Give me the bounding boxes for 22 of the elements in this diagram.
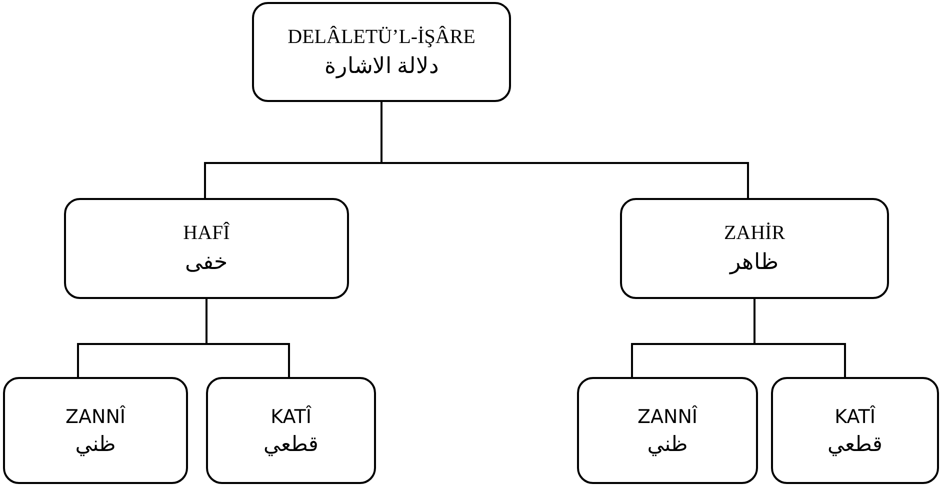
arabic-label: ظني [75,432,116,456]
category-box [771,377,939,484]
category-box [620,198,889,299]
category-box [206,377,376,484]
arabic-label: قطعي [264,432,318,456]
term-label: KATÎ [834,406,876,428]
term-label: HAFÎ [183,222,230,245]
category-box [252,2,511,102]
category-box [3,377,188,484]
arabic-label: ظني [647,432,688,456]
arabic-label: قطعي [828,432,882,456]
term-label: DELÂLETÜ’L-İŞÂRE [288,26,476,48]
connector-line [754,299,846,377]
arabic-label: دلالة الاشارة [324,52,439,78]
term-label: ZANNÎ [65,406,126,428]
term-label: ZANNÎ [637,406,698,428]
category-box [577,377,758,484]
arabic-label: خفى [185,249,228,275]
term-label: ZAHİR [724,222,786,245]
arabic-label: ظاهر [730,249,779,275]
category-box [64,198,349,299]
term-label: KATÎ [270,406,312,428]
